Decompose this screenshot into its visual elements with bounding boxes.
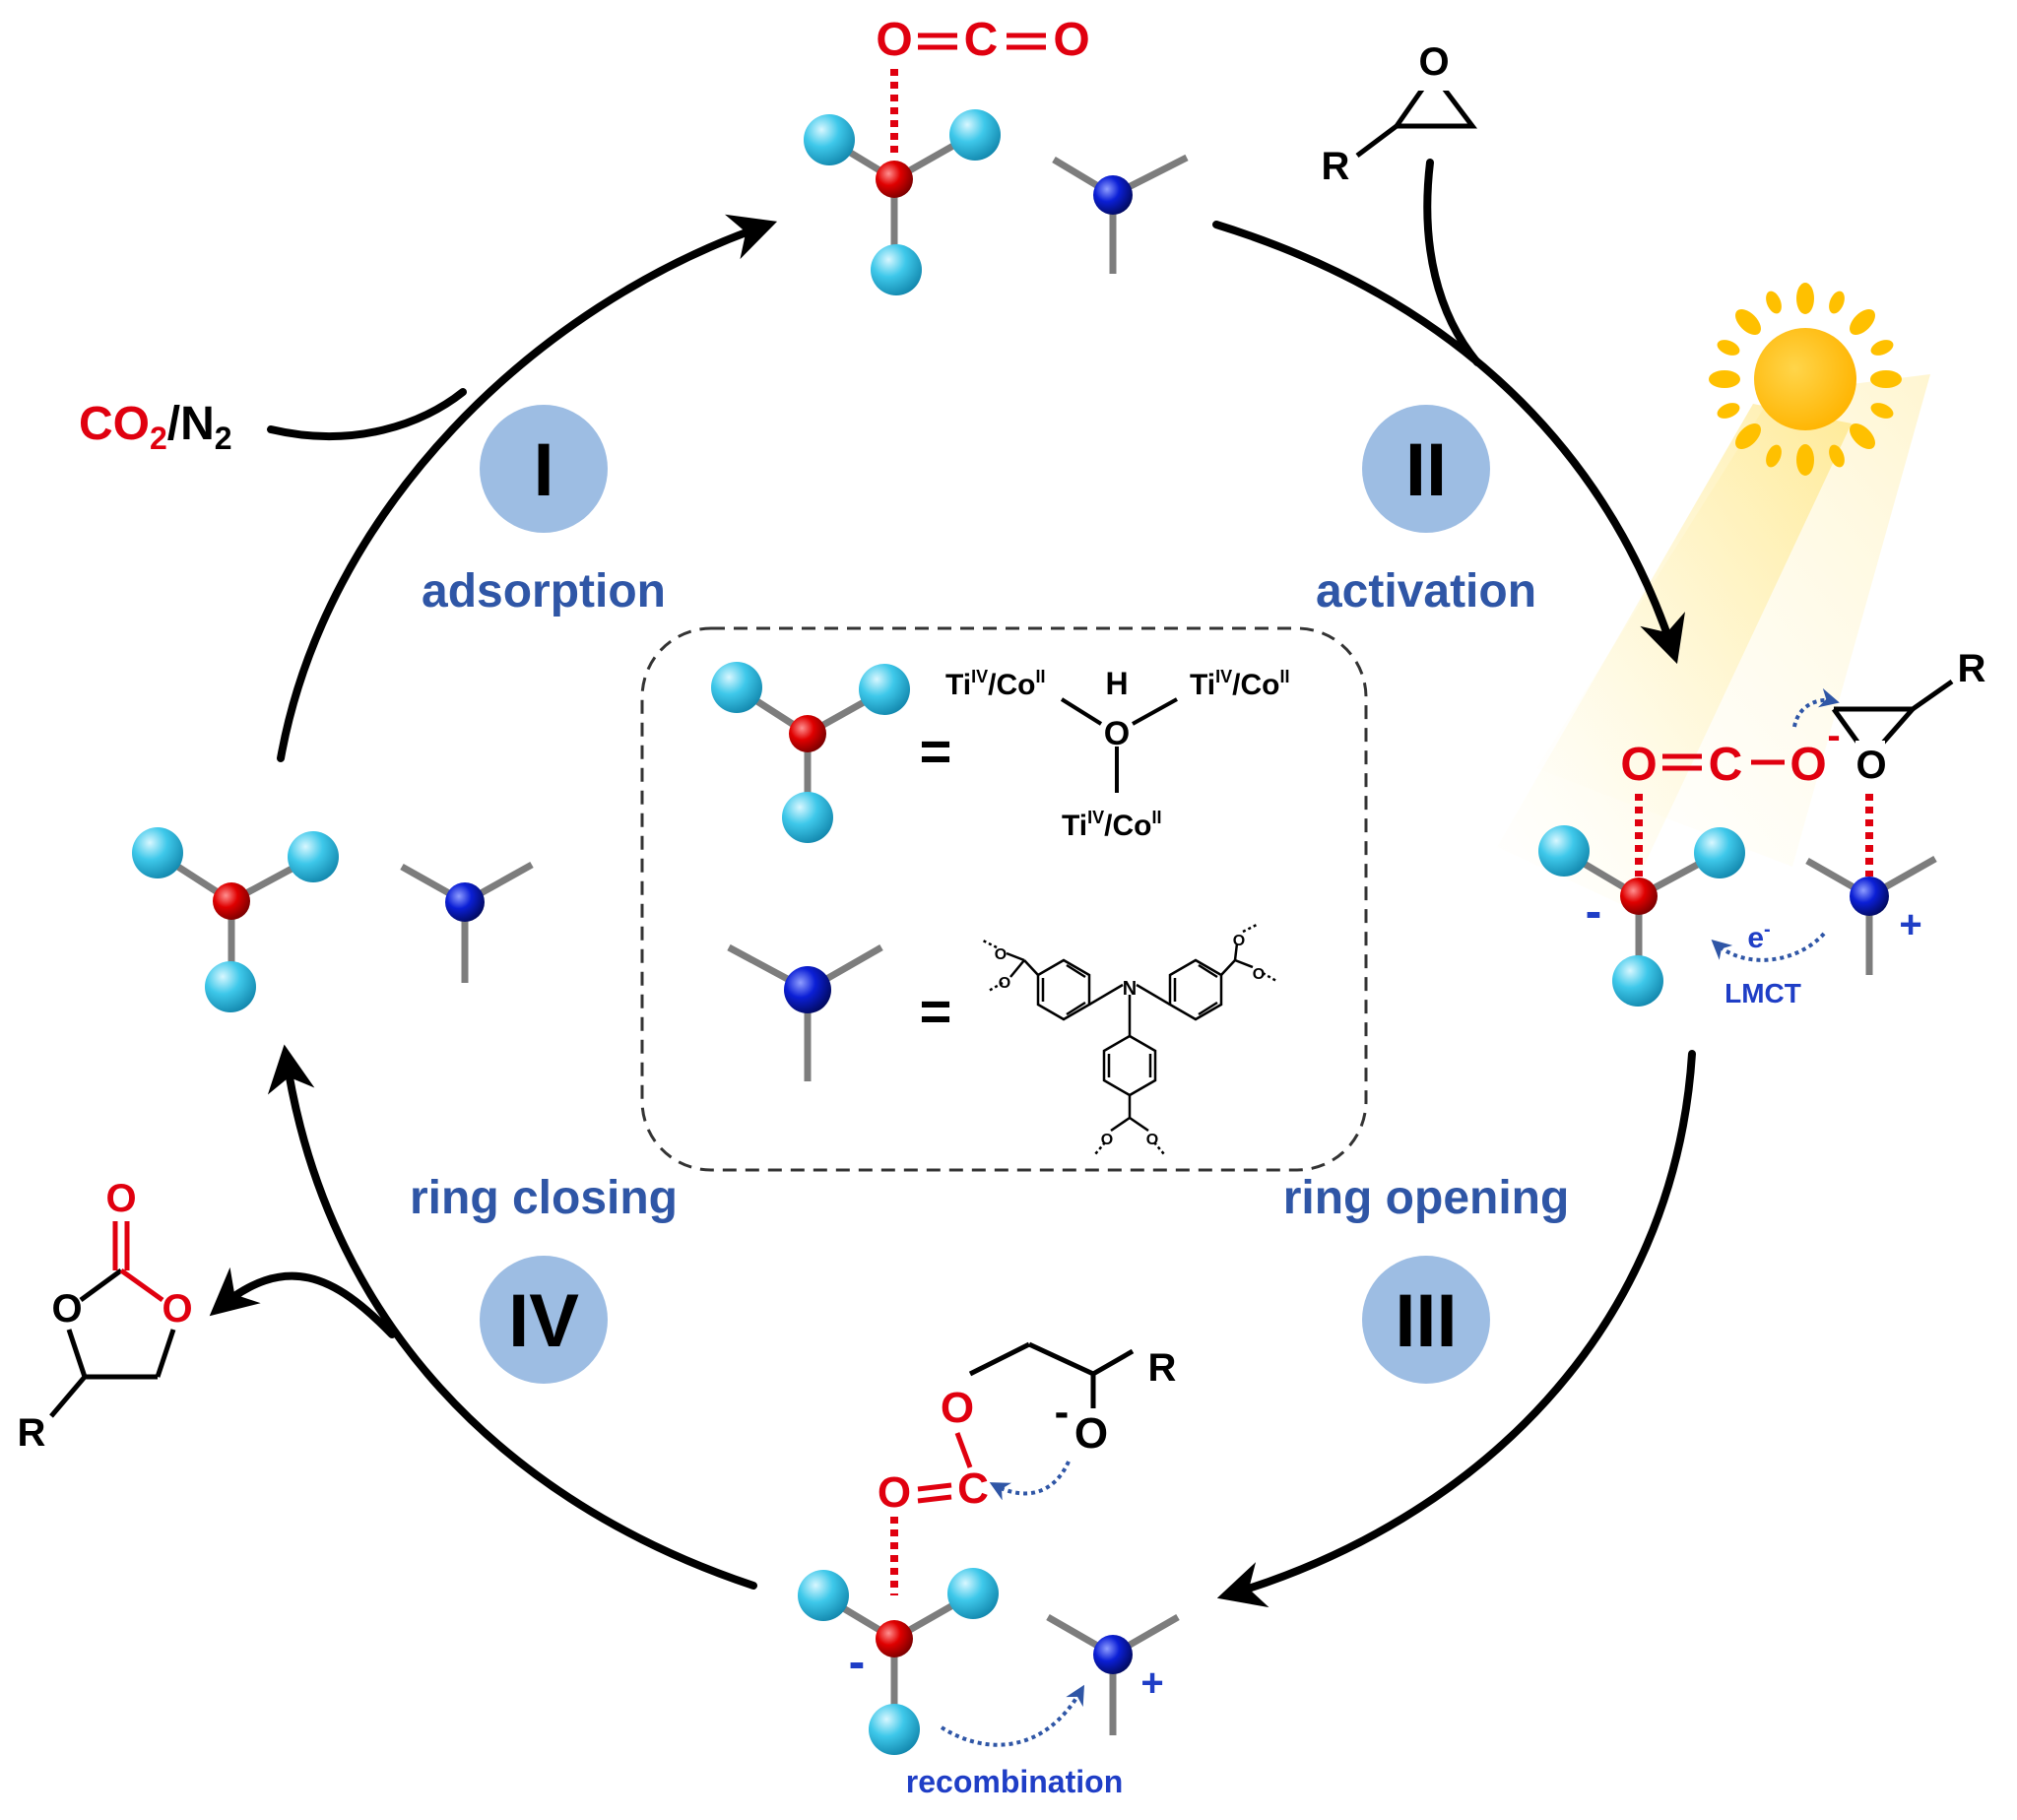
step-label-ring-opening: ring opening [1283,1172,1570,1224]
bottom-alkoxide-charge: - [1055,1388,1070,1436]
legend-metal-left: TiIV/CoII [945,667,1045,701]
arrow-adsorption [277,214,778,762]
svg-text:C: C [957,1464,989,1513]
legend-linker-o-2: O [999,975,1010,992]
linker-node-right [1805,855,1937,975]
legend-linker-o-1: O [995,946,1007,963]
legend-linker-o-3: O [1233,933,1245,949]
linker-node-bottom [1046,1613,1180,1735]
legend-linker-structure [982,922,1277,1155]
bottom-plus-charge: + [1140,1661,1163,1705]
epoxide-molecule [1355,51,1478,158]
bottom-ring-opened-chain [968,1341,1135,1408]
linker-node-left [400,861,534,983]
legend-o: O [1104,715,1130,752]
legend-h: H [1105,666,1128,701]
product-o-top: O [105,1177,136,1220]
step-numeral-iv: IV [508,1279,579,1363]
electron-label: e- [1747,919,1770,954]
step-numeral-iii: III [1395,1279,1457,1363]
svg-text:O: O [876,14,912,66]
step-badge-i: I [480,405,608,533]
hydroxyl-node-top [804,109,1001,295]
svg-text:O: O [1620,739,1657,791]
epoxide-r: R [1322,145,1350,188]
hydroxyl-node-right [1538,825,1745,1007]
bottom-minus-charge: - [849,1634,866,1689]
arrow-activation [1212,221,1685,665]
legend-metal-right: TiIV/CoII [1190,667,1289,701]
lmct-label: LMCT [1724,978,1801,1008]
bottom-r: R [1148,1346,1177,1390]
legend-equals-2: = [920,980,952,1042]
right-activated-co2: O C O - [1620,714,1873,877]
step-label-ring-closing: ring closing [410,1172,678,1224]
bottom-carbonate: O O C [878,1384,989,1595]
legend-linker-o-5: O [1101,1132,1113,1148]
legend-box [640,626,1368,1172]
legend-linker-o-4: O [1253,966,1265,983]
legend-linker-node [727,943,883,1081]
top-co2-molecule: O C O [876,14,1090,158]
svg-text:O: O [1789,739,1826,791]
step-badge-iii: III [1362,1256,1490,1384]
arrow-product-output [209,1267,396,1338]
arrow-co2-input [267,388,467,440]
product-o-left: O [51,1287,82,1331]
step-label-activation: activation [1316,565,1536,618]
recombination-arrow [940,1684,1084,1747]
right-epoxide [1831,679,1954,782]
step-numeral-i: I [533,428,553,512]
legend-n: N [1123,978,1137,1000]
svg-text:C: C [964,14,999,66]
product-o-right: O [162,1287,192,1331]
bottom-alkoxide-o: O [1074,1409,1108,1458]
hydroxyl-node-left [132,827,339,1012]
right-minus-charge: - [1586,883,1602,939]
step-label-adsorption: adsorption [422,565,666,618]
legend-linker-o-6: O [1146,1132,1158,1148]
product-r: R [18,1411,46,1455]
svg-text:O: O [1053,14,1089,66]
bottom-attack-arrow [989,1461,1071,1501]
arrow-epoxide-input [1423,159,1481,366]
svg-text:O: O [941,1384,974,1432]
co2-n2-label: CO2/N2 [79,398,232,456]
legend-hydroxyl-node [711,662,910,843]
step-badge-ii: II [1362,405,1490,533]
recombination-label: recombination [906,1764,1123,1799]
linker-node-top [1052,154,1189,274]
legend-mu3-oh-structure [1060,697,1178,793]
arrow-ring-closing [267,1044,757,1590]
cycle-arrows [209,159,1696,1608]
cyclic-carbonate-product [49,1221,176,1418]
step-badge-iv: IV [480,1256,608,1384]
right-plus-charge: + [1899,903,1921,946]
arrow-ring-opening [1216,1050,1696,1608]
sun-icon [1709,283,1902,476]
epoxide-o: O [1418,40,1449,84]
right-epoxide-o: O [1855,744,1886,787]
step-numeral-ii: II [1405,428,1447,512]
right-nucleophile-arrow [1792,687,1840,728]
legend-equals-1: = [920,720,952,782]
right-epoxide-r: R [1958,647,1986,690]
svg-text:-: - [1827,714,1840,757]
svg-text:O: O [878,1468,911,1517]
hydroxyl-node-bottom [798,1568,999,1755]
svg-text:C: C [1709,739,1743,791]
legend-metal-bottom: TiIV/CoII [1062,808,1161,842]
